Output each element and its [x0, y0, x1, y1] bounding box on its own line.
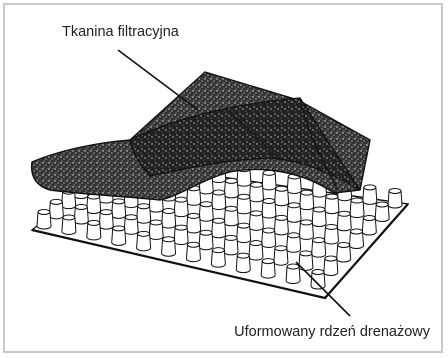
- core-stud: [274, 246, 288, 265]
- core-stud: [262, 228, 276, 248]
- core-stud: [224, 206, 238, 226]
- core-stud: [149, 220, 163, 240]
- core-stud: [362, 216, 376, 236]
- core-stud: [137, 231, 151, 251]
- core-stud: [162, 237, 176, 256]
- core-stud: [337, 243, 351, 263]
- core-stud: [287, 233, 301, 253]
- core-stud: [375, 202, 389, 222]
- core-stud: [249, 241, 263, 260]
- core-stud: [62, 215, 76, 235]
- core-stud: [199, 202, 213, 222]
- leader-line-fabric: [118, 50, 198, 110]
- core-stud: [262, 170, 276, 190]
- core-stud: [37, 210, 51, 230]
- core-stud: [350, 198, 364, 218]
- core-stud: [124, 215, 138, 234]
- core-stud: [262, 199, 276, 219]
- core-stud: [388, 189, 402, 209]
- core-stud: [249, 182, 263, 202]
- core-stud: [275, 186, 289, 206]
- core-stud: [286, 264, 300, 284]
- core-stud: [112, 199, 126, 219]
- core-stud: [87, 194, 101, 214]
- core-stud: [249, 211, 263, 231]
- core-stud: [74, 204, 88, 224]
- label-drainage-core: Uformowany rdzeń drenażowy: [234, 324, 430, 340]
- core-stud: [87, 220, 101, 240]
- core-stud: [137, 204, 151, 224]
- core-stud: [299, 220, 313, 240]
- core-stud: [261, 259, 275, 279]
- core-stud: [325, 194, 339, 214]
- core-stud: [186, 242, 200, 261]
- core-stud: [212, 218, 226, 238]
- core-stud: [324, 224, 338, 244]
- core-stud: [174, 197, 188, 217]
- core-stud: [162, 209, 176, 229]
- core-stud: [363, 185, 377, 205]
- core-stud: [99, 210, 113, 230]
- label-filter-fabric: Tkanina filtracyjna: [62, 24, 179, 40]
- core-stud: [211, 248, 225, 268]
- core-stud: [237, 223, 251, 243]
- core-stud: [324, 256, 338, 276]
- core-stud: [312, 207, 326, 227]
- core-stud: [350, 229, 364, 249]
- core-stud: [300, 190, 314, 210]
- core-stud: [174, 225, 188, 245]
- core-stud: [199, 230, 213, 250]
- core-stud: [237, 194, 251, 214]
- core-stud: [224, 178, 238, 198]
- core-stud: [287, 203, 301, 223]
- core-stud: [49, 199, 63, 218]
- core-stud: [274, 215, 288, 235]
- core-stud: [212, 190, 226, 210]
- core-stud: [224, 235, 238, 255]
- core-stud: [187, 213, 201, 233]
- core-stud: [312, 238, 326, 258]
- core-stud: [112, 226, 126, 246]
- core-stud: [236, 253, 250, 272]
- core-stud: [337, 211, 351, 231]
